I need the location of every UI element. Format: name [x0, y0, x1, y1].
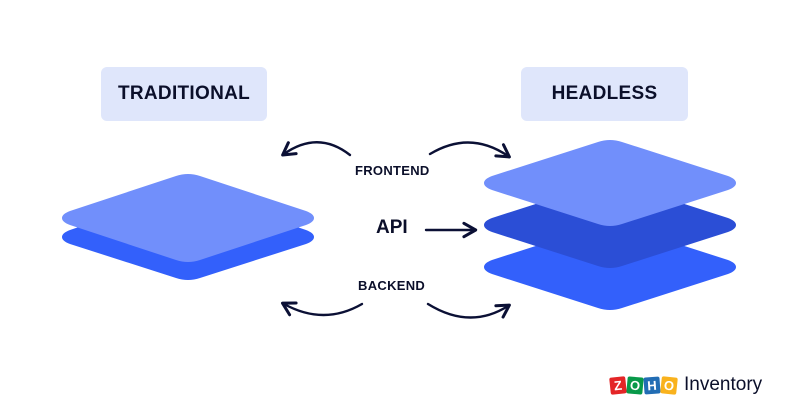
frontend-right-arrow	[428, 141, 511, 159]
zoho-logo: Z O H O	[609, 375, 678, 395]
zoho-letter: O	[660, 375, 678, 395]
zoho-letter: H	[643, 375, 661, 395]
backend-label: BACKEND	[358, 278, 426, 293]
traditional-frontend-layer	[62, 174, 314, 262]
zoho-inventory-logo: Z O H O Inventory	[609, 372, 763, 398]
zoho-letter: O	[626, 375, 644, 395]
zoho-letter: Z	[609, 375, 627, 395]
headless-label: HEADLESS	[521, 67, 688, 121]
frontend-label: FRONTEND	[355, 163, 430, 178]
headless-frontend-layer	[484, 140, 736, 226]
api-label: API	[376, 217, 408, 238]
backend-right-arrow	[426, 302, 511, 319]
product-name: Inventory	[684, 374, 763, 395]
traditional-label: TRADITIONAL	[101, 67, 267, 121]
frontend-left-arrow	[281, 141, 352, 157]
backend-left-arrow	[281, 301, 364, 317]
